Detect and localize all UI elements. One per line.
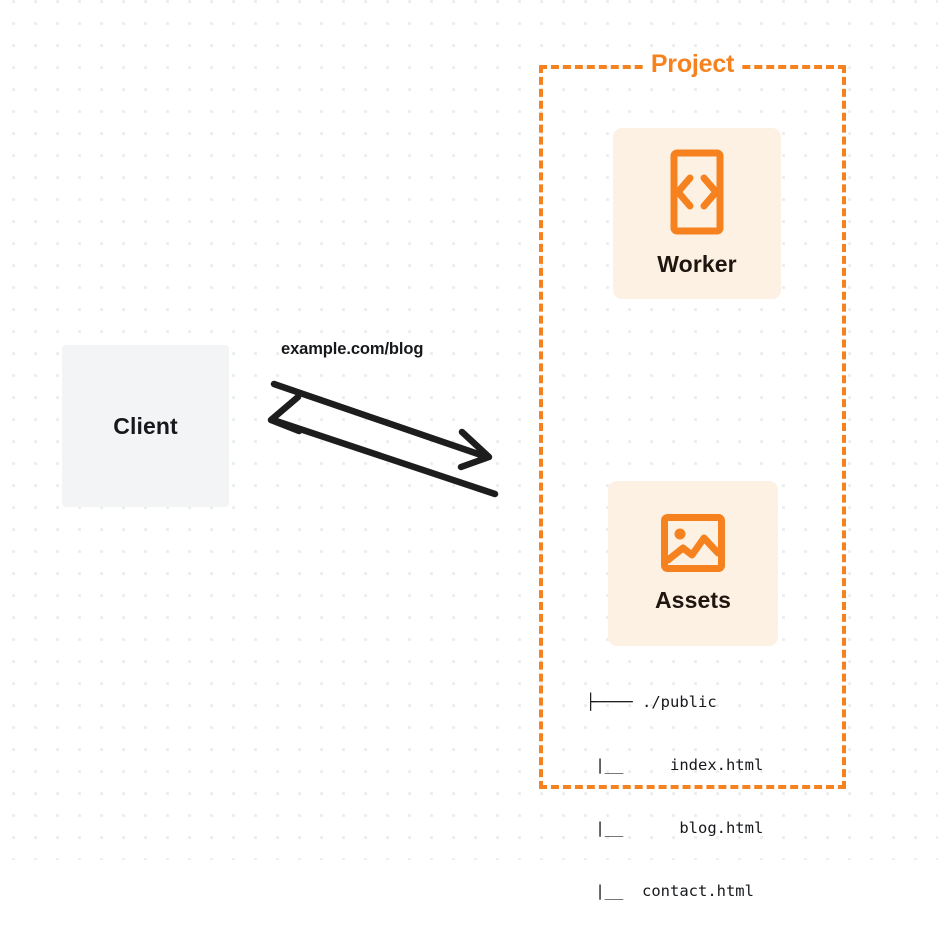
response-arrow [267,393,499,498]
request-url-label: example.com/blog [281,340,424,358]
image-picture-icon [660,513,726,573]
worker-node[interactable]: Worker [613,128,781,299]
file-tree-row: ├──── ./public [586,693,717,711]
project-label: Project [644,49,741,79]
assets-node[interactable]: Assets [608,481,778,646]
file-tree-row: |__ contact.html [586,882,754,900]
worker-label: Worker [657,251,737,277]
project-container: Project [539,49,846,789]
asset-file-tree: ├──── ./public |__ index.html |__ blog.h… [586,650,763,944]
file-tree-row: |__ index.html [586,756,764,774]
client-label: Client [113,412,178,439]
client-node[interactable]: Client [62,345,229,507]
assets-label: Assets [654,587,732,613]
file-tree-row: |__ blog.html [586,819,764,837]
request-arrow [270,380,493,471]
code-brackets-icon [666,149,728,235]
diagram-canvas: Project Worker Assets ├──── ./public |__… [0,0,938,900]
